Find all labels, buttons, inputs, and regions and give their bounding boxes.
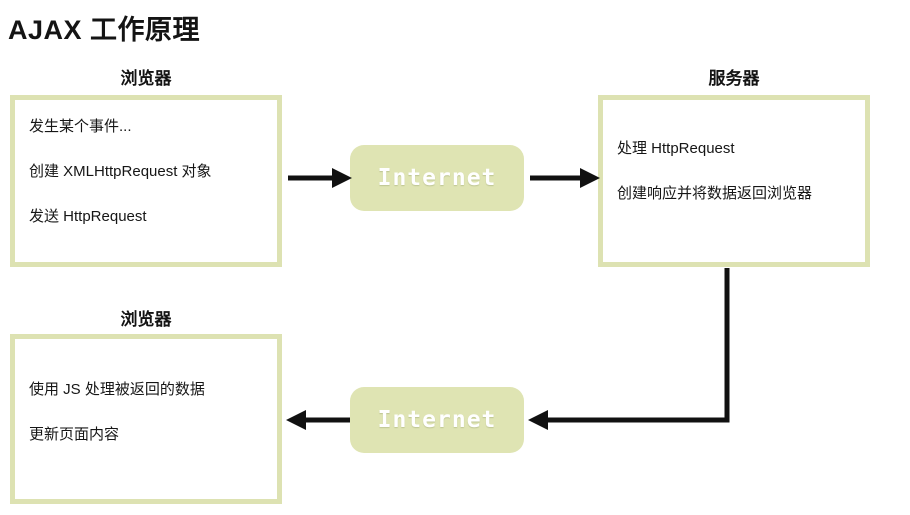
panel-server-line-2: 创建响应并将数据返回浏览器 xyxy=(617,184,813,202)
panel-browser-top-line-1: 发生某个事件... xyxy=(29,118,132,135)
panel-browser-top: 发生某个事件... 创建 XMLHttpRequest 对象 发送 HttpRe… xyxy=(10,95,282,267)
panel-server: 处理 HttpRequest 创建响应并将数据返回浏览器 xyxy=(598,95,870,267)
arrow-right-browser-to-internet-icon xyxy=(288,168,352,188)
caption-server: 服务器 xyxy=(708,69,760,88)
panel-browser-bottom-line-1: 使用 JS 处理被返回的数据 xyxy=(29,381,205,398)
internet-node-request-label: Internet xyxy=(377,165,497,191)
internet-node-response-label: Internet xyxy=(377,407,497,433)
panel-browser-top-line-3: 发送 HttpRequest xyxy=(29,207,147,225)
panel-server-line-1: 处理 HttpRequest xyxy=(617,140,735,157)
panel-browser-top-body: 发生某个事件... 创建 XMLHttpRequest 对象 发送 HttpRe… xyxy=(15,100,277,262)
arrow-left-internet-to-browser-icon xyxy=(286,410,350,430)
arrow-right-internet-to-server-icon xyxy=(530,168,600,188)
panel-browser-bottom-body: 使用 JS 处理被返回的数据 更新页面内容 xyxy=(15,339,277,499)
panel-browser-top-line-2: 创建 XMLHttpRequest 对象 xyxy=(29,162,212,180)
page-title: AJAX 工作原理 xyxy=(8,15,201,45)
internet-node-response: Internet xyxy=(350,387,524,453)
caption-browser-bottom: 浏览器 xyxy=(120,310,172,329)
internet-node-request: Internet xyxy=(350,145,524,211)
panel-browser-bottom: 使用 JS 处理被返回的数据 更新页面内容 xyxy=(10,334,282,504)
panel-server-body: 处理 HttpRequest 创建响应并将数据返回浏览器 xyxy=(603,100,865,262)
connector-server-to-internet-icon xyxy=(528,268,730,430)
caption-browser-top: 浏览器 xyxy=(120,69,172,88)
panel-browser-bottom-line-2: 更新页面内容 xyxy=(29,425,120,443)
